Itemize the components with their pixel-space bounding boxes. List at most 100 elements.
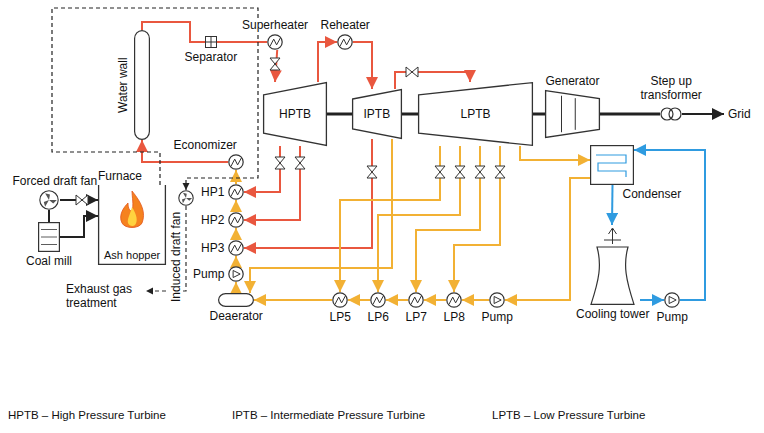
hx-part [447, 293, 461, 307]
fan-symbol [38, 190, 60, 210]
superheater: Superheater [267, 34, 283, 50]
fan-part [179, 191, 193, 205]
damper [76, 195, 88, 205]
component-label: HP2 [201, 213, 224, 227]
valve [295, 157, 305, 169]
pipe [235, 170, 237, 184]
turb-part [353, 90, 402, 139]
cooling-tower-symbol [585, 225, 640, 305]
gen-part [562, 96, 576, 132]
valve [406, 67, 418, 77]
heater: HP2 [228, 212, 244, 228]
component-label: LP7 [406, 310, 427, 324]
component-label: Pump [482, 310, 513, 324]
furnace: FurnaceAsh hopper [98, 185, 166, 265]
fan-part [182, 193, 192, 204]
hx-part [231, 188, 242, 197]
water-wall: Water wall [134, 30, 150, 140]
component-label: HP3 [201, 241, 224, 255]
pump: Pump [489, 292, 505, 308]
abbreviation-note: LPTB – Low Pressure Turbine [492, 408, 645, 422]
shaft-line [60, 216, 98, 237]
component-label: Induced draft fan [169, 212, 183, 302]
water-wall-symbol [134, 30, 150, 140]
heater: LP5 [332, 292, 348, 308]
hx-part [229, 241, 243, 255]
heater-symbol [370, 292, 386, 308]
fur-part [99, 185, 166, 264]
hx-part [231, 158, 242, 167]
fan: Forced draft fan [38, 190, 60, 210]
shaft-line [533, 113, 545, 116]
exhaust-label: Exhaust gas treatment [66, 282, 144, 310]
hx-part [231, 216, 242, 225]
hx-part [371, 293, 385, 307]
pipe [378, 146, 460, 292]
pipe [275, 50, 277, 82]
pipe [235, 256, 237, 266]
pump-part [494, 296, 501, 303]
grid-label: Grid [728, 107, 751, 121]
heater-symbol [228, 184, 244, 200]
fur-part [121, 191, 144, 228]
sep-part [206, 37, 216, 47]
component-label: LP8 [444, 310, 465, 324]
flue-gas-line [52, 8, 258, 190]
component-label: IPTB [364, 107, 391, 121]
valve [275, 157, 285, 169]
deaerator-symbol [218, 293, 254, 307]
condenser: Condenser [590, 145, 634, 185]
deaerator: Deaerator [218, 293, 254, 307]
hx-part [449, 296, 460, 305]
pipe [217, 41, 267, 43]
component-label: Furnace [98, 169, 142, 183]
pipe [318, 42, 337, 82]
hx-part [338, 35, 352, 49]
component-label: Deaerator [210, 309, 263, 323]
hx-part [231, 244, 242, 253]
pump: Pump [228, 266, 244, 282]
pipe [142, 22, 205, 42]
hx-part [373, 296, 384, 305]
cond-part [591, 146, 634, 185]
valve [270, 58, 280, 70]
xf-part [669, 108, 681, 120]
cooling-tower: Cooling tower [585, 225, 640, 305]
grid-arrow [682, 113, 724, 115]
dea-part [219, 294, 254, 307]
component-label: LP5 [330, 310, 351, 324]
mill-part [39, 223, 60, 252]
component-label: HP1 [201, 185, 224, 199]
generator-symbol [545, 90, 600, 138]
pipe [254, 299, 332, 301]
component-label: Forced draft fan [13, 174, 98, 188]
hx-part [335, 296, 346, 305]
shaft-line [600, 113, 660, 116]
abbreviation-note: HPTB – High Pressure Turbine [8, 408, 166, 422]
valve [455, 166, 465, 178]
component-label: Reheater [321, 18, 370, 32]
pump-part [229, 267, 243, 281]
pipe [640, 299, 664, 301]
component-label: LPTB [461, 107, 491, 121]
pipe [235, 200, 237, 212]
hx-part [229, 155, 243, 169]
turbine: LPTB [418, 82, 533, 146]
component-label: Generator [546, 74, 600, 88]
cond-part [596, 155, 626, 177]
pump-symbol [489, 292, 505, 308]
component-label: Pump [193, 267, 224, 281]
tower-part [591, 247, 634, 304]
condenser-symbol [590, 145, 634, 185]
hx-part [409, 293, 423, 307]
component-label: Water wall [116, 57, 130, 113]
pump: Pump [664, 292, 680, 308]
pipe [348, 299, 370, 301]
sep-part [206, 37, 217, 48]
generator: Generator [545, 90, 600, 138]
heater-symbol [228, 212, 244, 228]
valve [367, 166, 377, 178]
tower-part [604, 228, 621, 244]
pump-part [665, 293, 679, 307]
